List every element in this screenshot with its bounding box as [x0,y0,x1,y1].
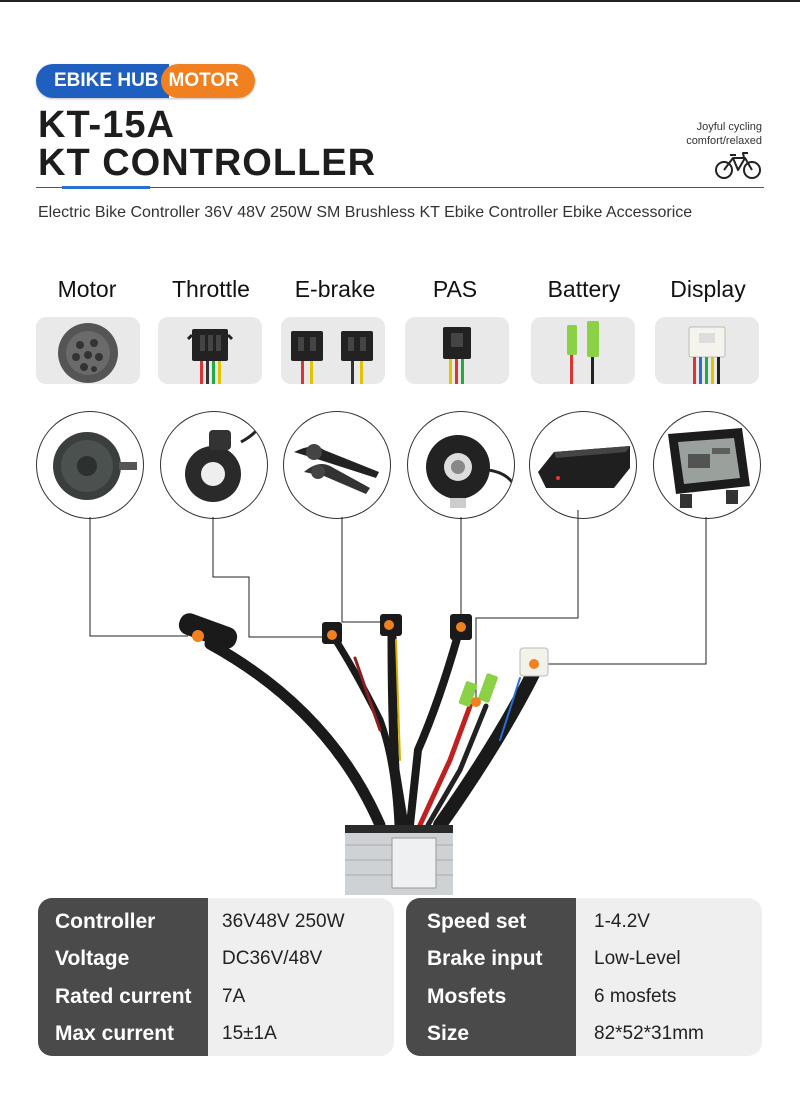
spec-table-right: Speed set Brake input Mosfets Size 1-4.2… [406,898,762,1056]
ebrake-connector-icon [281,317,385,384]
product-title: KT CONTROLLER [38,142,377,184]
pas-sensor-icon [407,411,515,519]
lcd-display-icon [653,411,761,519]
spec-value-brake-input: Low-Level [594,948,681,969]
spec-key-voltage: Voltage [55,947,130,970]
header-divider [36,187,764,188]
hub-motor-icon [36,411,144,519]
label-ebrake: E-brake [294,276,376,302]
top-rule [0,0,800,2]
spec-keys-panel [406,898,576,1056]
tagline-line2: comfort/relaxed [686,135,762,147]
header-accent-line [62,186,150,189]
label-pas: PAS [432,276,478,302]
spec-value-rated-current: 7A [222,986,246,1007]
motor-connector-icon [36,317,140,384]
spec-key-speed-set: Speed set [427,910,527,933]
battery-pack-icon [529,411,637,519]
label-display: Display [670,276,746,302]
product-description: Electric Bike Controller 36V 48V 250W SM… [38,204,693,221]
spec-value-voltage: DC36V/48V [222,948,323,969]
tagline: Joyful cycling comfort/relaxed [686,120,762,148]
spec-value-mosfets: 6 mosfets [594,986,677,1007]
spec-values-panel [208,898,394,1056]
component-labels: Motor Throttle E-brake PAS Battery Displ… [0,276,800,306]
spec-value-controller: 36V48V 250W [222,911,345,932]
tagline-line1: Joyful cycling [696,121,762,133]
label-battery: Battery [547,276,621,302]
spec-key-size: Size [427,1022,470,1045]
spec-key-mosfets: Mosfets [427,985,507,1008]
spec-key-rated-current: Rated current [55,985,192,1008]
spec-values-panel [576,898,762,1056]
badge-right-text: MOTOR [160,64,255,98]
spec-key-brake-input: Brake input [427,947,543,970]
brake-lever-icon [283,411,391,519]
bicycle-icon [715,152,761,179]
spec-key-max-current: Max current [55,1022,175,1045]
thumb-throttle-icon [160,411,268,519]
label-motor: Motor [57,276,117,302]
spec-value-max-current: 15±1A [222,1023,277,1044]
spec-value-size: 82*52*31mm [594,1023,704,1044]
spec-keys-panel [38,898,208,1056]
wiring-diagram [89,510,707,895]
spec-value-speed-set: 1-4.2V [594,911,650,932]
battery-connector-icon [531,317,635,384]
pas-connector-icon [405,317,509,384]
label-throttle: Throttle [172,276,250,302]
display-connector-icon [655,317,759,384]
badge-left-text: EBIKE HUB [36,64,169,98]
category-badge: EBIKE HUB MOTOR [36,64,255,98]
spec-table-left: Controller Voltage Rated current Max cur… [38,898,394,1056]
spec-key-controller: Controller [55,910,156,933]
throttle-connector-icon [158,317,262,384]
product-model: KT-15A [38,104,175,146]
